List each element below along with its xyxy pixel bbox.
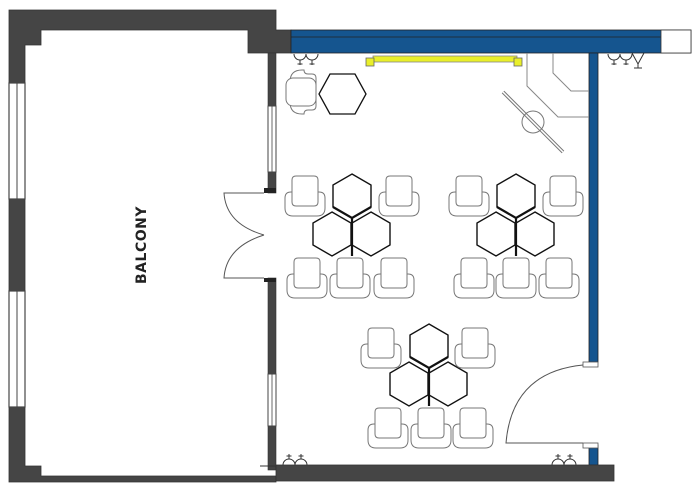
side-hex-table (318, 73, 367, 115)
corner-counter (526, 53, 589, 118)
balcony-window-upper (8, 82, 26, 200)
glass-wall-right (582, 52, 599, 466)
glass-wall-top (290, 29, 692, 54)
wall-lights (282, 52, 645, 466)
bottom-wall (275, 464, 615, 482)
balcony-label-text: BALCONY (134, 206, 150, 284)
balcony-label: BALCONY (122, 195, 162, 295)
projector-screen (365, 55, 523, 67)
armchair (285, 69, 317, 115)
entrance-door[interactable] (505, 364, 584, 444)
inner-window-lower (267, 373, 277, 427)
table-cluster-1 (284, 173, 420, 299)
balcony-window-lower (8, 290, 26, 408)
coat-stand (501, 90, 565, 154)
inner-window-upper (267, 105, 277, 173)
double-door[interactable] (223, 188, 276, 282)
table-cluster-3 (360, 323, 496, 449)
table-cluster-2 (448, 173, 584, 299)
